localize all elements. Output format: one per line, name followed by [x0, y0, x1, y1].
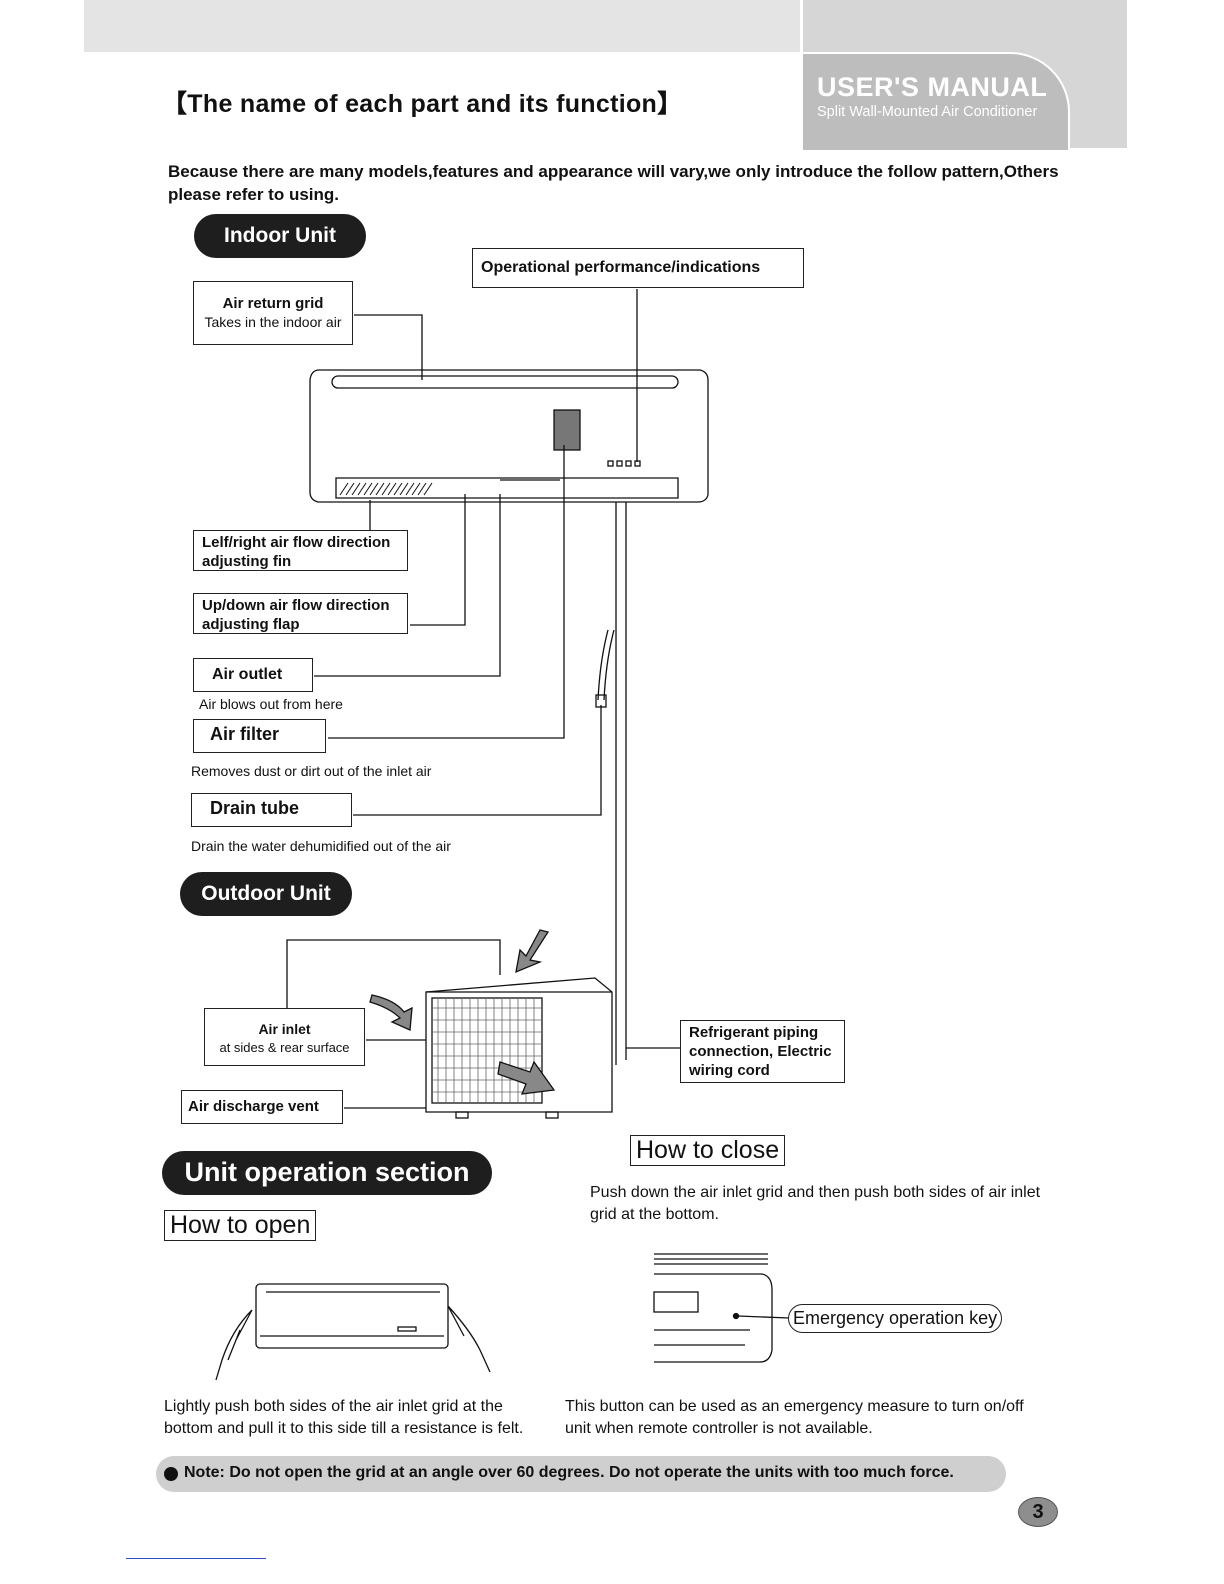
how-to-open-text-line1: Lightly push both sides of the air inlet… — [164, 1398, 503, 1415]
page-title: 【The name of each part and its function】 — [162, 90, 683, 118]
emergency-text-line1: This button can be used as an emergency … — [565, 1398, 1024, 1415]
up-down-flap-box: Up/down air flow direction adjusting fla… — [193, 593, 408, 634]
indoor-unit-body — [309, 369, 709, 503]
how-to-open-heading: How to open — [164, 1210, 317, 1241]
emergency-text-line2: unit when remote controller is not avail… — [565, 1420, 873, 1437]
how-to-close-heading: How to close — [630, 1135, 786, 1166]
up-down-flap-line2: adjusting flap — [202, 616, 300, 633]
how-to-close-text-line2: grid at the bottom. — [590, 1206, 719, 1223]
air-filter-box: Air filter — [193, 719, 326, 753]
left-right-fin-line1: Lelf/right air flow direction — [202, 534, 391, 551]
bullet-icon — [164, 1467, 178, 1481]
refrigerant-piping-box: Refrigerant piping connection, Electric … — [680, 1020, 845, 1083]
air-inlet-desc: at sides & rear surface — [219, 1040, 350, 1055]
emergency-text: This button can be used as an emergency … — [565, 1396, 1085, 1440]
refrigerant-line2: connection, Electric — [689, 1043, 832, 1060]
manual-title: USER'S MANUAL — [817, 72, 1048, 102]
drain-tube-box: Drain tube — [191, 793, 352, 827]
how-to-close-text: Push down the air inlet grid and then pu… — [590, 1182, 1110, 1226]
header-bar — [84, 0, 800, 52]
up-down-flap-line1: Up/down air flow direction — [202, 597, 390, 614]
intro-text: Because there are many models,features a… — [168, 162, 1059, 204]
unit-operation-label: Unit operation section — [162, 1151, 492, 1195]
outdoor-unit-body — [425, 977, 613, 1113]
air-inlet-box: Air inlet at sides & rear surface — [204, 1008, 365, 1066]
left-right-fin-line2: adjusting fin — [202, 553, 292, 570]
manual-badge: USER'S MANUAL Split Wall-Mounted Air Con… — [803, 52, 1070, 150]
air-return-grid-title: Air return grid — [222, 295, 324, 312]
how-to-open-text-line2: bottom and pull it to this side till a r… — [164, 1420, 524, 1437]
air-return-grid-desc: Takes in the indoor air — [204, 314, 342, 330]
manual-subtitle: Split Wall-Mounted Air Conditioner — [817, 104, 1038, 120]
operational-performance-label: Operational performance/indications — [472, 248, 804, 288]
refrigerant-line3: wiring cord — [689, 1062, 770, 1079]
air-outlet-desc: Air blows out from here — [199, 696, 343, 712]
note-text: Note: Do not open the grid at an angle o… — [184, 1464, 954, 1481]
air-discharge-vent-box: Air discharge vent — [181, 1090, 343, 1124]
note-banner: Note: Do not open the grid at an angle o… — [156, 1456, 1006, 1492]
air-return-grid-box: Air return grid Takes in the indoor air — [193, 281, 353, 345]
drain-tube-desc: Drain the water dehumidified out of the … — [191, 838, 451, 854]
footer-underline — [126, 1558, 266, 1559]
left-right-fin-box: Lelf/right air flow direction adjusting … — [193, 530, 408, 571]
air-inlet-title: Air inlet — [258, 1021, 311, 1037]
how-to-close-text-line1: Push down the air inlet grid and then pu… — [590, 1184, 1041, 1201]
page-number: 3 — [1018, 1497, 1058, 1527]
air-outlet-box: Air outlet — [193, 658, 313, 692]
how-to-open-text: Lightly push both sides of the air inlet… — [164, 1396, 564, 1440]
emergency-operation-key-label: Emergency operation key — [788, 1304, 1003, 1333]
indoor-unit-label: Indoor Unit — [194, 214, 366, 258]
refrigerant-line1: Refrigerant piping — [689, 1024, 819, 1041]
air-filter-desc: Removes dust or dirt out of the inlet ai… — [191, 763, 432, 779]
outdoor-unit-label: Outdoor Unit — [180, 872, 352, 916]
